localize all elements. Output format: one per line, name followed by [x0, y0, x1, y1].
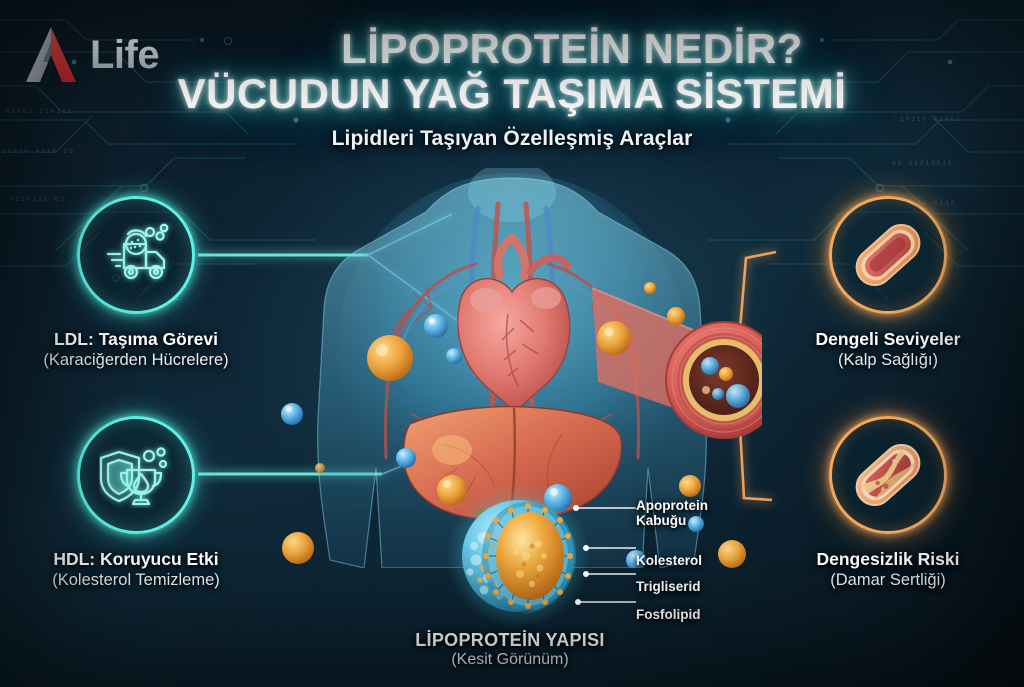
node-balanced-sublabel: (Kalp Sağlığı) [838, 351, 938, 370]
heart-organ [457, 232, 572, 419]
brand-logo[interactable]: Life [18, 24, 160, 86]
brand-name: Life [90, 32, 160, 77]
shield-trophy-icon [99, 447, 168, 506]
node-ldl-ring [77, 196, 195, 314]
node-ldl-sublabel: (Karaciğerden Hücrelere) [43, 351, 229, 370]
node-balanced-ring [829, 196, 947, 314]
node-balanced[interactable]: Dengeli Seviyeler (Kalp Sağlığı) [770, 196, 1006, 371]
artery-cross-section [591, 287, 762, 439]
structure-caption-main: LİPOPROTEİN YAPISI [415, 630, 605, 650]
node-imbalanced-ring [829, 416, 947, 534]
structure-caption-sub: (Kesit Görünüm) [451, 651, 569, 668]
callout-kolesterol: Kolesterol [636, 553, 703, 568]
healthy-vessel-icon [855, 223, 921, 287]
node-hdl[interactable]: HDL: Koruyucu Etki (Kolesterol Temizleme… [18, 416, 254, 591]
callout-fosfolipid: Fosfolipid [636, 607, 701, 622]
delivery-truck-icon [106, 223, 169, 280]
node-hdl-label: HDL: Koruyucu Etki [53, 549, 219, 569]
lipoprotein-structure-diagram [446, 486, 590, 626]
node-hdl-ring [77, 416, 195, 534]
anatomy-illustration [281, 168, 762, 568]
blocked-vessel-icon [855, 443, 921, 507]
structure-caption: LİPOPROTEİN YAPISI (Kesit Görünüm) [330, 630, 690, 669]
callout-lines [573, 505, 636, 605]
hdl-particles [281, 314, 704, 568]
a-life-logo-mark [26, 27, 76, 82]
callout-apoprotein-line1: Apoprotein [636, 498, 708, 513]
callout-apoprotein-line2: Kabuğu [636, 513, 687, 528]
node-imbalanced[interactable]: Dengesizlik Riski (Damar Sertliği) [770, 416, 1006, 591]
node-ldl[interactable]: LDL: Taşıma Görevi (Karaciğerden Hücrele… [18, 196, 254, 371]
node-ldl-label: LDL: Taşıma Görevi [53, 329, 219, 349]
lipoprotein-particles [282, 282, 746, 568]
node-hdl-sublabel: (Kolesterol Temizleme) [52, 571, 220, 590]
callout-trigliserid: Trigliserid [636, 579, 701, 594]
page-subtitle: Lipidleri Taşıyan Özelleşmiş Araçlar [331, 126, 693, 150]
node-imbalanced-sublabel: (Damar Sertliği) [830, 571, 946, 590]
node-balanced-label: Dengeli Seviyeler [815, 329, 961, 349]
node-imbalanced-label: Dengesizlik Riski [816, 549, 960, 569]
